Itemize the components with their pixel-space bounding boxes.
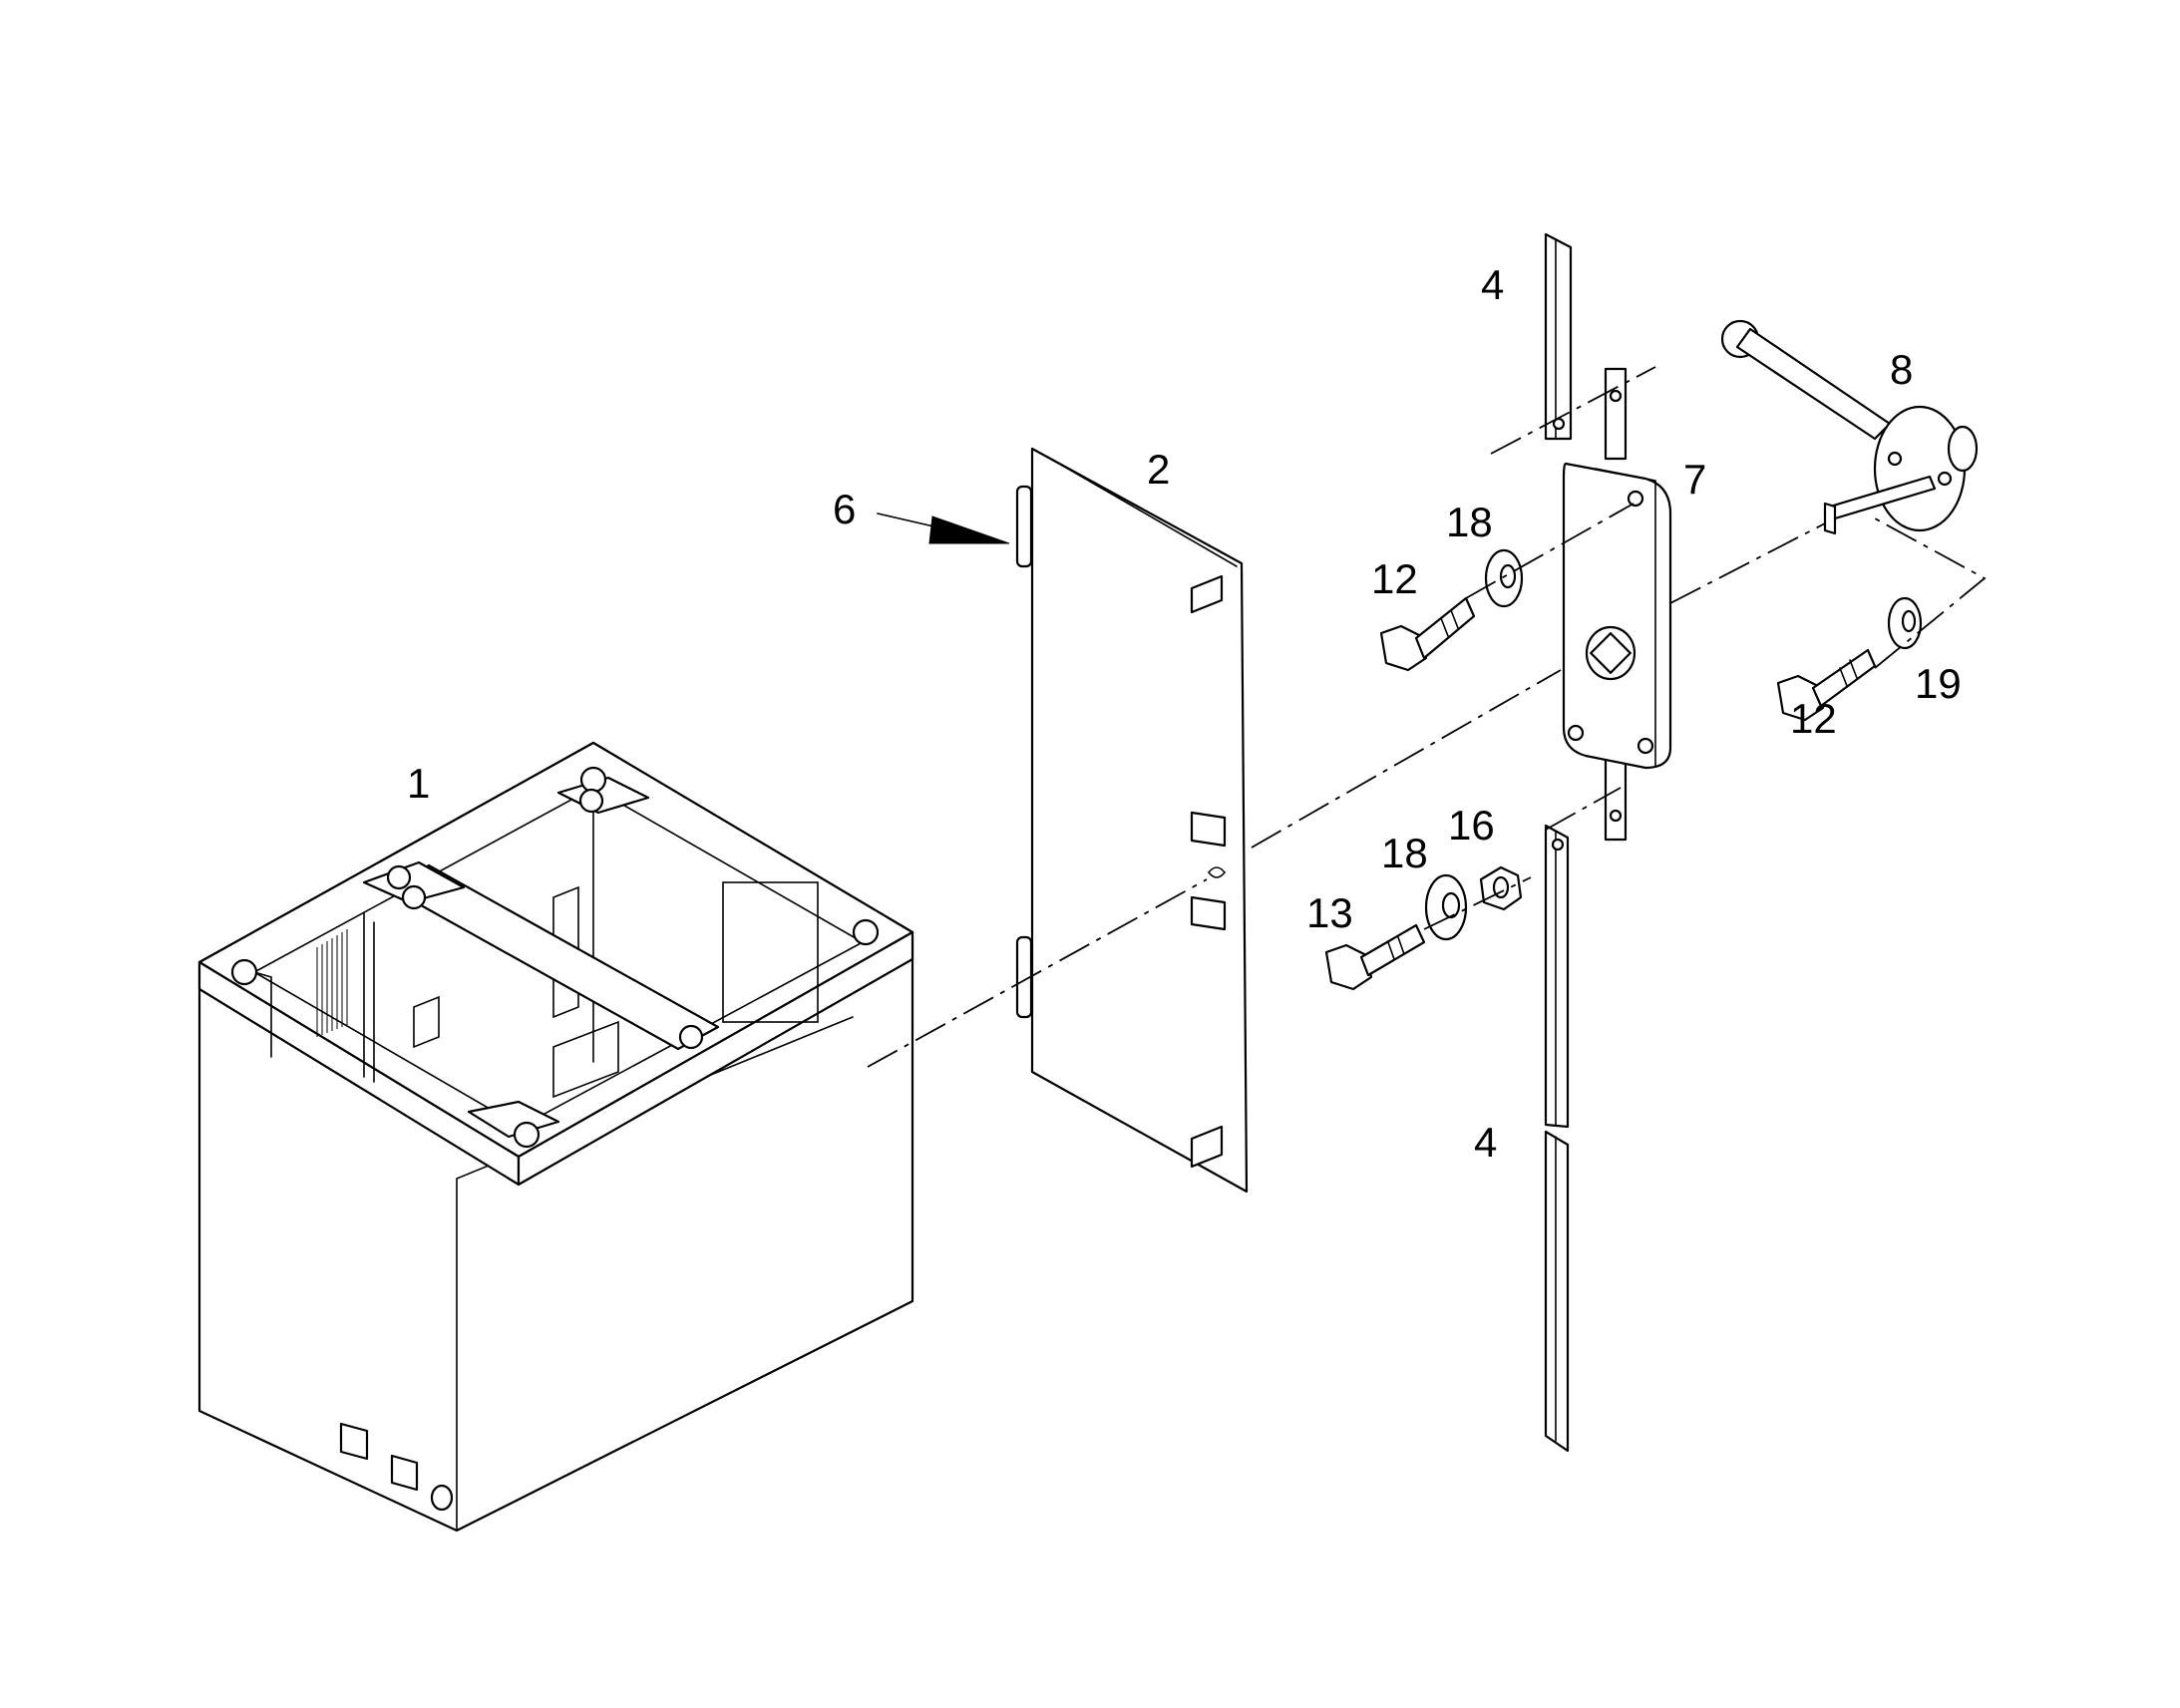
- callout-7: 7: [1683, 456, 1706, 503]
- callout-13: 13: [1306, 889, 1353, 936]
- bolt-13: [1324, 923, 1426, 991]
- callout-labels: 1 2 4 4 6 7 8 12 12 13 16 18 18 19: [407, 261, 1962, 1166]
- callout-6: 6: [833, 486, 856, 532]
- rod-lower-part: [1544, 824, 1570, 1453]
- washer-18-upper: [1484, 548, 1524, 608]
- callout-12-left: 12: [1371, 555, 1418, 602]
- callout-16: 16: [1448, 802, 1495, 849]
- lock-body-part: [1562, 367, 1672, 842]
- handle-part: [1720, 319, 1979, 535]
- leader-arrow-6: [877, 512, 1010, 544]
- callout-2: 2: [1147, 446, 1170, 493]
- callout-18-lower: 18: [1381, 830, 1428, 876]
- bolt-12-left: [1379, 596, 1476, 672]
- callout-1: 1: [407, 760, 430, 807]
- washer-19: [1887, 596, 1923, 650]
- vent-grill: [316, 929, 348, 1037]
- door-panel-part: [1015, 447, 1249, 1194]
- callout-19: 19: [1915, 660, 1962, 707]
- callout-18-upper: 18: [1446, 499, 1493, 545]
- callout-12-right: 12: [1790, 695, 1837, 742]
- callout-4-bottom: 4: [1474, 1119, 1497, 1166]
- cabinet-ports: [339, 1422, 454, 1512]
- callout-8: 8: [1890, 346, 1913, 393]
- cabinet-part: [197, 741, 914, 1533]
- nut-16: [1479, 865, 1523, 911]
- assembly-centerlines: [867, 366, 1987, 1068]
- bolt-12-right: [1776, 648, 1877, 722]
- washer-18-lower: [1424, 873, 1468, 941]
- rod-upper-part: [1544, 232, 1573, 441]
- hinge-part: [1015, 485, 1033, 1019]
- corner-bolts: [230, 766, 880, 1149]
- callout-4-top: 4: [1481, 261, 1504, 308]
